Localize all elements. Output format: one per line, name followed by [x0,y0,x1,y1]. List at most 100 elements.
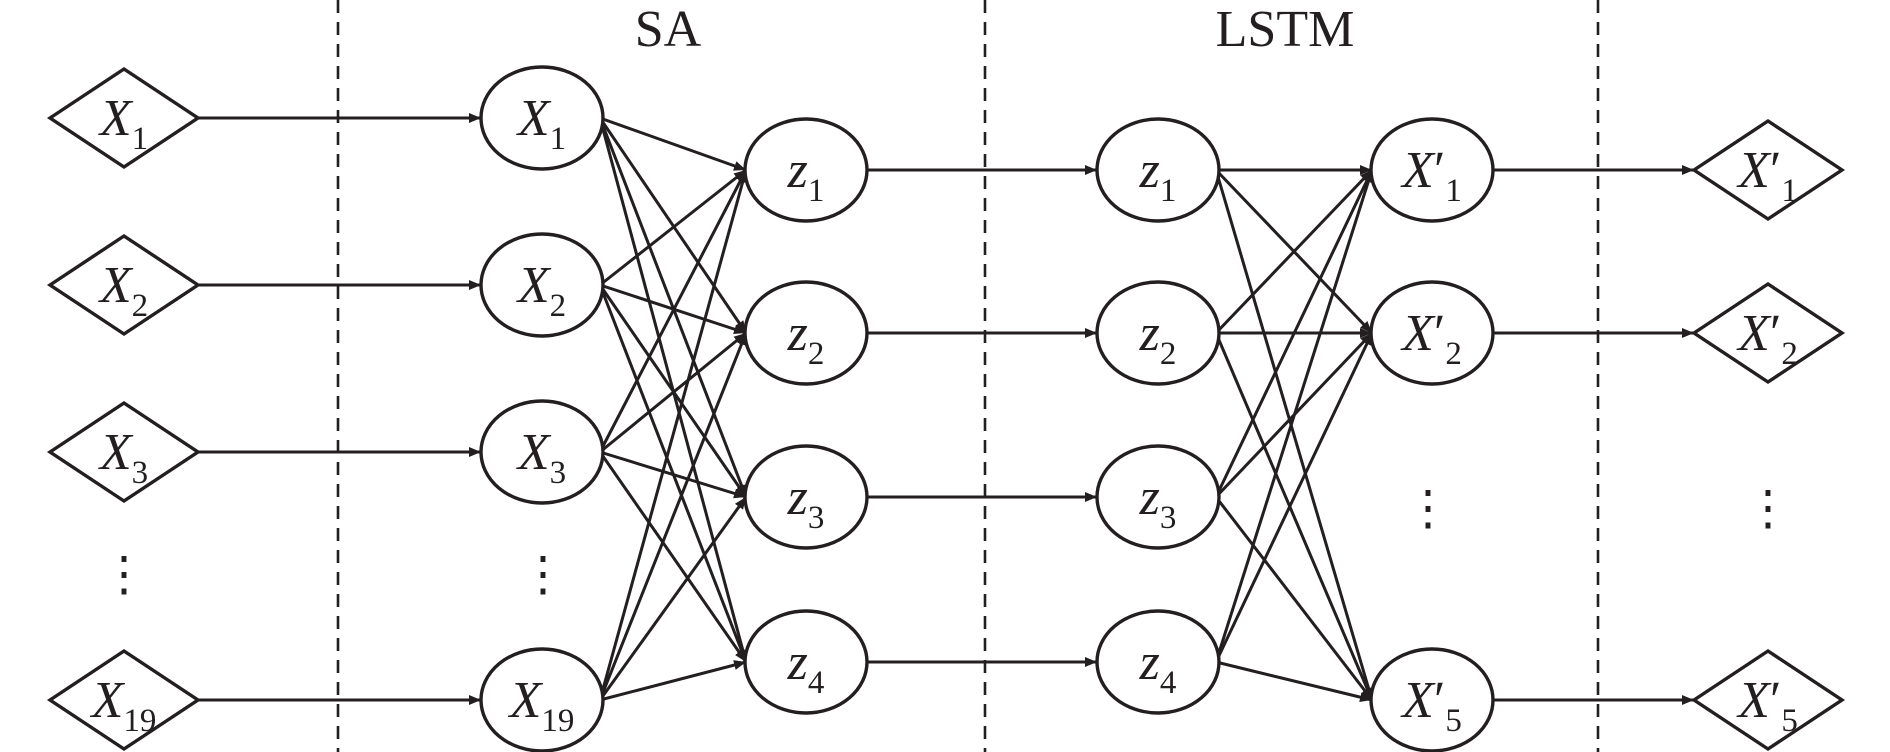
ellipse-shape [1369,117,1495,223]
node-label: X′1 [1400,142,1462,209]
label-base: X [98,424,134,481]
sa-header: SA [635,1,702,58]
node-label: X3 [516,424,566,491]
label-prime: ′ [1434,305,1445,362]
label-sub: 2 [1445,336,1462,372]
ellipse-shape [479,65,605,171]
label-sub: 2 [1781,336,1798,372]
sa-node-1: X1 [479,65,605,171]
ellipse-shape [479,647,605,752]
label-base: X [516,257,552,314]
sa-output-node-1: z1 [743,117,869,223]
label-base: z [787,469,808,526]
diamond-shape [46,66,202,170]
label-sub: 1 [808,173,825,209]
diamond-shape [46,233,202,337]
edge-lstm-2-to-xp-3 [1214,332,1374,701]
node-label: X′2 [1736,305,1798,372]
edge-lstm-1-to-xp-3 [1214,169,1374,701]
label-base: z [1139,634,1160,691]
node-label: z4 [1139,634,1177,701]
ellipsis-outputs: ⋮ [1744,482,1792,535]
label-prime: ′ [1770,305,1781,362]
node-label: X2 [516,257,566,324]
label-sub: 3 [550,455,567,491]
label-sub: 1 [550,121,567,157]
ellipse-shape [743,444,869,550]
label-base: X [1400,142,1436,199]
label-base: z [1139,305,1160,362]
label-sub: 3 [808,500,825,536]
node-label: X′1 [1736,142,1798,209]
label-base: z [1139,469,1160,526]
edge-sa-3-to-z-3 [599,450,747,499]
label-base: X [1736,305,1772,362]
edge-sa-3-to-z-1 [598,169,748,453]
label-sub: 2 [132,288,149,324]
ellipsis-sa-nodes: ⋮ [519,548,567,601]
node-label: X1 [98,90,148,157]
input-node-4: X19 [46,648,202,752]
ellipse-shape [1095,444,1221,550]
lstm-input-node-2: z2 [1095,280,1221,386]
label-base: X [516,90,552,147]
node-label: z2 [1139,305,1177,372]
label-base: X [90,672,126,729]
sa-output-node-4: z4 [743,609,869,715]
ellipse-shape [479,232,605,338]
output-node-3: X′5 [1690,648,1846,752]
label-prime: ′ [1434,672,1445,729]
sa-node-2: X2 [479,232,605,338]
edge-sa-3-to-z-4 [598,451,748,663]
label-sub: 1 [1445,173,1462,209]
edges [198,113,1694,705]
edge-sa-1-to-z-1 [599,116,747,172]
lstm-input-node-1: z1 [1095,117,1221,223]
node-label: z3 [1139,469,1177,536]
lstm-input-node-3: z3 [1095,444,1221,550]
ellipse-shape [743,280,869,386]
node-label: X′5 [1400,672,1462,739]
label-sub: 19 [541,703,574,739]
node-label: z1 [1139,142,1177,209]
label-sub: 2 [1160,336,1177,372]
edge-sa-3-to-z-2 [599,331,747,454]
lstm-output-node-1: X′1 [1369,117,1495,223]
label-sub: 1 [1781,173,1798,209]
label-base: z [787,305,808,362]
input-node-3: X3 [46,400,202,504]
lstm-output-node-3: X′5 [1369,647,1495,752]
edge-lstm-4-to-xp-3 [1215,660,1373,703]
ellipse-shape [1369,647,1495,752]
lstm-header: LSTM [1216,1,1355,58]
node-label: X3 [98,424,148,491]
output-node-1: X′1 [1690,118,1846,222]
label-sub: 4 [1160,665,1177,701]
node-label: z1 [787,142,825,209]
label-base: z [787,634,808,691]
ellipse-shape [1369,280,1495,386]
label-base: X [1400,305,1436,362]
label-sub: 2 [808,336,825,372]
label-sub: 19 [123,703,156,739]
output-node-2: X′2 [1690,281,1846,385]
label-sub: 5 [1781,703,1798,739]
ellipsis-lstm-outputs: ⋮ [1404,482,1452,535]
label-sub: 3 [1160,500,1177,536]
ellipse-shape [1095,609,1221,715]
diamond-shape [1690,118,1846,222]
edge-lstm-4-to-xp-1 [1214,169,1374,663]
label-sub: 4 [808,665,825,701]
edge-sa-2-to-z-1 [599,168,747,287]
sa-output-node-2: z2 [743,280,869,386]
ellipsis-inputs: ⋮ [100,548,148,601]
edge-sa-4-to-z-4 [599,660,747,702]
nodes: X1X2X3X19X1X2X3X19z1z2z3z4z1z2z3z4X′1X′2… [46,65,1846,752]
label-base: X [508,672,544,729]
label-base: X [98,257,134,314]
ellipse-shape [1095,280,1221,386]
input-node-2: X2 [46,233,202,337]
node-label: X′2 [1400,305,1462,372]
edge-lstm-3-to-xp-3 [1214,496,1374,701]
